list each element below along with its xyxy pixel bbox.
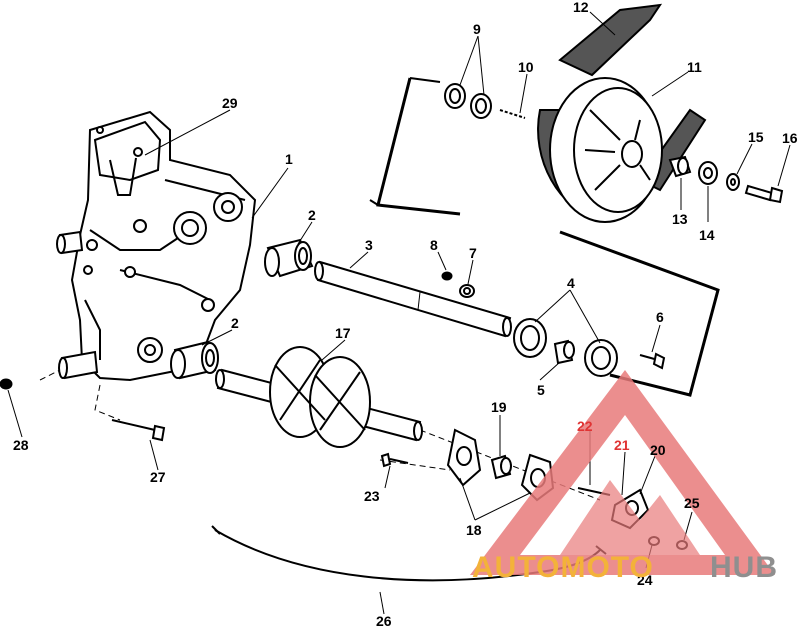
bushing-19 — [490, 454, 512, 480]
callout-22: 22 — [577, 418, 593, 434]
gear-case-housing — [70, 110, 257, 382]
callout-14: 14 — [699, 227, 715, 243]
bolt-23 — [380, 452, 409, 468]
nut-28 — [0, 378, 13, 390]
callout-labels: 1 2 2 3 4 5 6 7 8 9 10 11 12 13 14 15 16… — [13, 0, 798, 629]
washer-14 — [698, 161, 718, 185]
callout-27: 27 — [150, 469, 166, 485]
callout-6: 6 — [656, 309, 664, 325]
watermark-logo — [470, 370, 775, 575]
callout-19: 19 — [491, 399, 507, 415]
callout-28: 28 — [13, 437, 29, 453]
washer-7 — [459, 284, 475, 298]
callout-26: 26 — [376, 613, 392, 629]
clutch-sheave — [549, 77, 663, 223]
pin-10 — [499, 109, 526, 119]
callout-21: 21 — [614, 437, 630, 453]
callout-11: 11 — [687, 59, 702, 75]
leader-lines — [7, 11, 791, 615]
callout-9: 9 — [473, 21, 481, 37]
callout-7: 7 — [469, 245, 477, 261]
drive-shaft — [314, 260, 512, 338]
bolt-16 — [744, 184, 784, 204]
clutch-bracket-inner — [369, 77, 441, 206]
callout-15: 15 — [748, 129, 764, 145]
bearing-retainer-right — [584, 339, 618, 377]
watermark-text-right: HUB — [710, 551, 778, 584]
callout-24: 24 — [637, 572, 653, 588]
lockwasher-15 — [726, 173, 740, 191]
callout-16: 16 — [782, 130, 798, 146]
callout-1: 1 — [285, 151, 293, 167]
callout-4: 4 — [567, 275, 575, 291]
bearing-retainer-left — [513, 318, 547, 358]
bearing-flange-a — [446, 428, 482, 487]
lower-bearing — [170, 340, 219, 380]
nut-8 — [441, 271, 453, 281]
impeller-17 — [269, 346, 371, 448]
spacer-13 — [668, 155, 692, 178]
watermark-triangle-icon — [470, 370, 775, 575]
callout-3: 3 — [365, 237, 373, 253]
callout-25: 25 — [684, 495, 700, 511]
bolt-27 — [111, 419, 166, 442]
callout-18: 18 — [466, 522, 482, 538]
callout-10: 10 — [518, 59, 534, 75]
callout-8: 8 — [430, 237, 438, 253]
callout-2b: 2 — [231, 315, 239, 331]
housing-studs — [56, 230, 99, 380]
callout-2a: 2 — [308, 207, 316, 223]
watermark-mountain-icon — [560, 480, 700, 555]
seal-9b — [470, 93, 492, 119]
callout-13: 13 — [672, 211, 688, 227]
callout-5: 5 — [537, 382, 545, 398]
upper-bearing — [264, 238, 314, 278]
watermark-text-left: AUTOMOTO — [472, 551, 654, 584]
callout-12: 12 — [573, 0, 589, 15]
callout-23: 23 — [364, 488, 380, 504]
seal-9a — [444, 83, 466, 109]
callout-29: 29 — [222, 95, 238, 111]
callout-20: 20 — [650, 442, 666, 458]
bushing-5 — [553, 339, 575, 365]
callout-17: 17 — [335, 325, 351, 341]
bolt-6 — [639, 352, 666, 370]
